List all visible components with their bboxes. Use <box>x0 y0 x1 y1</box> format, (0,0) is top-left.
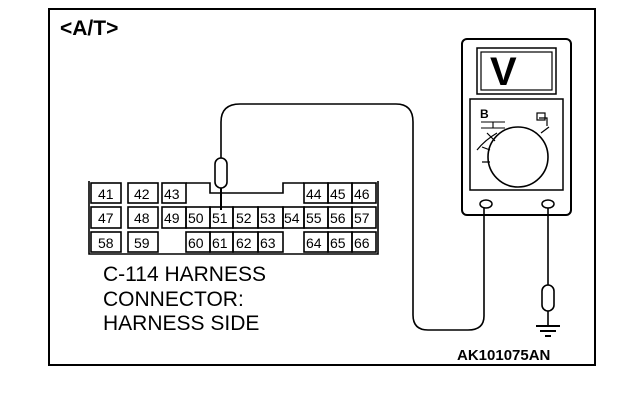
pin-label: 42 <box>134 186 150 202</box>
ground-test-probe <box>541 284 555 326</box>
multimeter <box>461 38 572 216</box>
pin-label: 45 <box>330 186 346 202</box>
pin-label: 60 <box>188 235 204 251</box>
connector-caption-line3: HARNESS SIDE <box>103 312 259 335</box>
pin-label: 61 <box>212 235 228 251</box>
harness-connector <box>88 181 379 255</box>
pin-label: 59 <box>134 235 150 251</box>
connector-pin-labels: 41 42 43 44 45 46 47 48 49 50 51 52 53 5… <box>98 186 370 251</box>
pin-label: 56 <box>330 210 346 226</box>
pin-label: 63 <box>260 235 276 251</box>
pin-label: 44 <box>306 186 322 202</box>
figure-code: AK101075AN <box>457 347 550 364</box>
pin-label: 51 <box>212 210 228 226</box>
positive-test-lead <box>220 103 485 331</box>
pin-label: 54 <box>284 210 300 226</box>
selector-dial <box>487 126 549 188</box>
pin-label: 43 <box>164 186 180 202</box>
pin-label: 50 <box>188 210 204 226</box>
volt-jack <box>541 199 555 209</box>
pin-label: 57 <box>354 210 370 226</box>
pin-label: 65 <box>330 235 346 251</box>
pin-label: 64 <box>306 235 322 251</box>
pin-label: 49 <box>164 210 180 226</box>
pin-label: 53 <box>260 210 276 226</box>
positive-test-probe <box>214 157 228 210</box>
pin-label: 55 <box>306 210 322 226</box>
connector-caption-line2: CONNECTOR: <box>103 288 244 311</box>
multimeter-body <box>461 38 572 216</box>
pin-label: 41 <box>98 186 114 202</box>
diagram-title: <A/T> <box>60 17 118 40</box>
pin-label: 47 <box>98 210 114 226</box>
pin-label: 48 <box>134 210 150 226</box>
connector-caption-line1: C-114 HARNESS <box>103 263 266 286</box>
pin-label: 46 <box>354 186 370 202</box>
pin-label: 66 <box>354 235 370 251</box>
dial-label: B <box>480 107 489 121</box>
diagram-frame <box>48 8 596 366</box>
ground-icon <box>536 325 560 337</box>
com-jack <box>479 199 493 209</box>
pin-label: 52 <box>236 210 252 226</box>
pin-label: 62 <box>236 235 252 251</box>
pin-label: 58 <box>98 235 114 251</box>
voltage-mode-symbol: V <box>490 50 517 94</box>
